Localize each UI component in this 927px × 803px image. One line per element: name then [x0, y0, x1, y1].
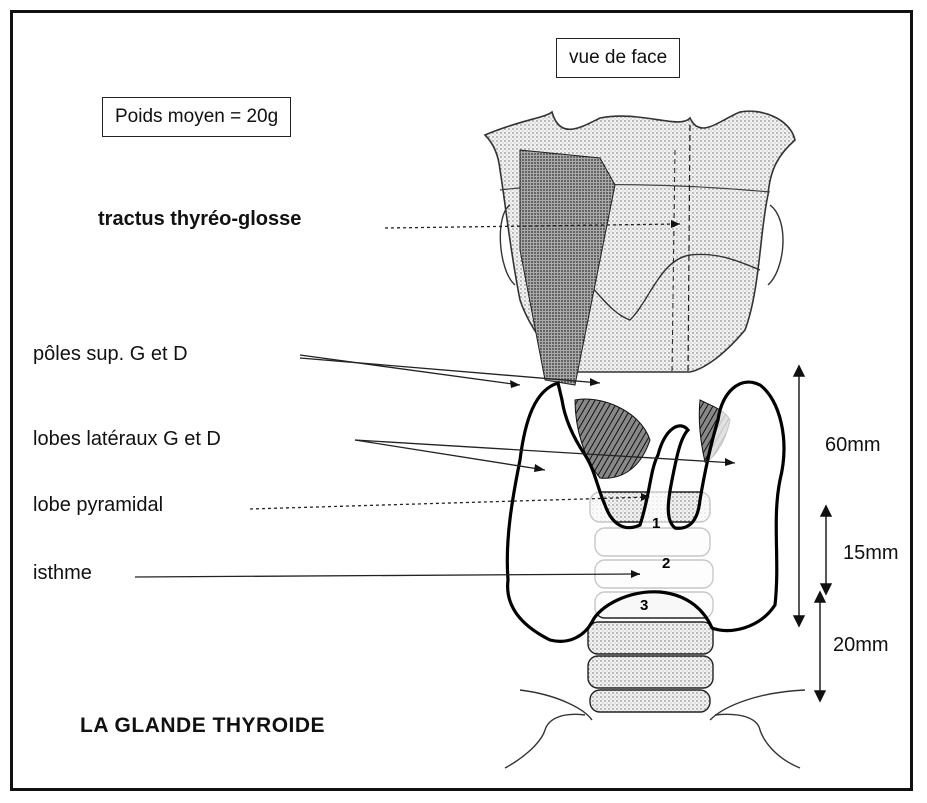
- measure-15mm: 15mm: [843, 542, 899, 565]
- figure-title: LA GLANDE THYROIDE: [80, 714, 325, 738]
- weight-label: Poids moyen = 20g: [102, 97, 291, 137]
- dimension-arrows: [794, 366, 831, 701]
- ring-number-2: 2: [662, 555, 670, 572]
- label-lobe-pyramidal: lobe pyramidal: [33, 494, 163, 517]
- measure-60mm: 60mm: [825, 434, 881, 457]
- label-tractus-thyreo-glosse: tractus thyréo-glosse: [98, 208, 301, 231]
- label-isthme: isthme: [33, 562, 92, 585]
- ring-number-1: 1: [652, 515, 660, 532]
- ring-number-3: 3: [640, 597, 648, 614]
- measure-20mm: 20mm: [833, 634, 889, 657]
- view-label: vue de face: [556, 38, 680, 78]
- label-lobes-lateraux: lobes latéraux G et D: [33, 428, 221, 451]
- label-poles-superieurs: pôles sup. G et D: [33, 343, 188, 366]
